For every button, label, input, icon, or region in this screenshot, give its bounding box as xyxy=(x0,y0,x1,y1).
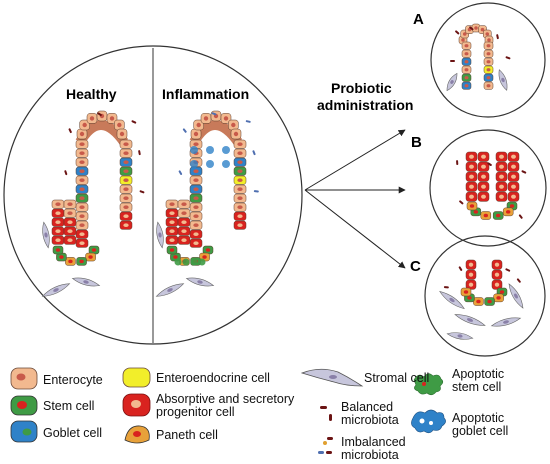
outcome-label-a: A xyxy=(413,11,424,28)
legend-apoptotic-stem-label-line1: Apoptotic xyxy=(452,367,505,381)
probiotic-label-line2: administration xyxy=(317,97,414,113)
legend-enterocyte-label: Enterocyte xyxy=(43,373,103,387)
legend-apoptotic-goblet-label-line1: Apoptotic xyxy=(452,411,505,425)
main-circle xyxy=(3,45,303,345)
legend-imbalanced-label-line2: microbiota xyxy=(341,448,399,462)
legend-stem-cell-label: Stem cell xyxy=(43,399,95,413)
legend-progenitor-label-line1: Absorptive and secretory xyxy=(156,392,295,406)
legend-imbalanced-label-line1: Imbalanced xyxy=(341,435,406,449)
legend-apoptotic-goblet-label-line2: goblet cell xyxy=(452,424,509,438)
crypt-illustrations xyxy=(41,23,527,340)
outcome-circle-c xyxy=(424,235,546,357)
healthy-title: Healthy xyxy=(66,86,117,102)
healthy-crypt xyxy=(41,110,145,297)
legend-glyphs xyxy=(10,367,446,454)
legend-balanced-microbiota-icon xyxy=(320,406,332,421)
legend-stromal-icon xyxy=(300,368,364,387)
legend-imbalanced-microbiota-icon xyxy=(318,437,333,454)
legend-paneth-label: Paneth cell xyxy=(156,428,218,442)
legend-apoptotic-goblet-icon xyxy=(411,409,446,434)
legend-apoptotic-stem-icon xyxy=(413,373,444,396)
legend-enteroendocrine-icon xyxy=(122,367,151,388)
inflammation-title: Inflammation xyxy=(162,86,250,102)
legend-goblet-cell-label: Goblet cell xyxy=(43,426,103,440)
outcome-label-c: C xyxy=(410,258,421,275)
legend-balanced-label-line1: Balanced xyxy=(341,400,394,414)
legend-stromal-label: Stromal cell xyxy=(364,371,430,385)
outcome-b-crypt xyxy=(456,151,527,220)
legend-balanced-label-line2: microbiota xyxy=(341,413,399,427)
probiotic-label-line1: Probiotic xyxy=(331,80,392,96)
legend-paneth-icon xyxy=(124,425,150,444)
outcome-a-crypt xyxy=(446,23,511,92)
outcome-circle-b xyxy=(429,129,547,247)
legend-enteroendocrine-label: Enteroendocrine cell xyxy=(156,371,270,385)
outcome-label-b: B xyxy=(411,134,422,151)
probiotic-arrows xyxy=(304,129,406,269)
inflamed-crypt xyxy=(155,110,259,297)
legend-goblet-cell-icon xyxy=(10,420,38,443)
outcome-c-crypt xyxy=(439,259,524,340)
legend-enterocyte-icon xyxy=(10,367,38,390)
legend-progenitor-label-line2: progenitor cell xyxy=(156,405,235,419)
outcome-circle-a xyxy=(430,2,546,118)
legend-apoptotic-stem-label-line2: stem cell xyxy=(452,380,502,394)
legend-progenitor-icon xyxy=(122,393,151,417)
legend-stem-cell-icon xyxy=(10,395,38,416)
